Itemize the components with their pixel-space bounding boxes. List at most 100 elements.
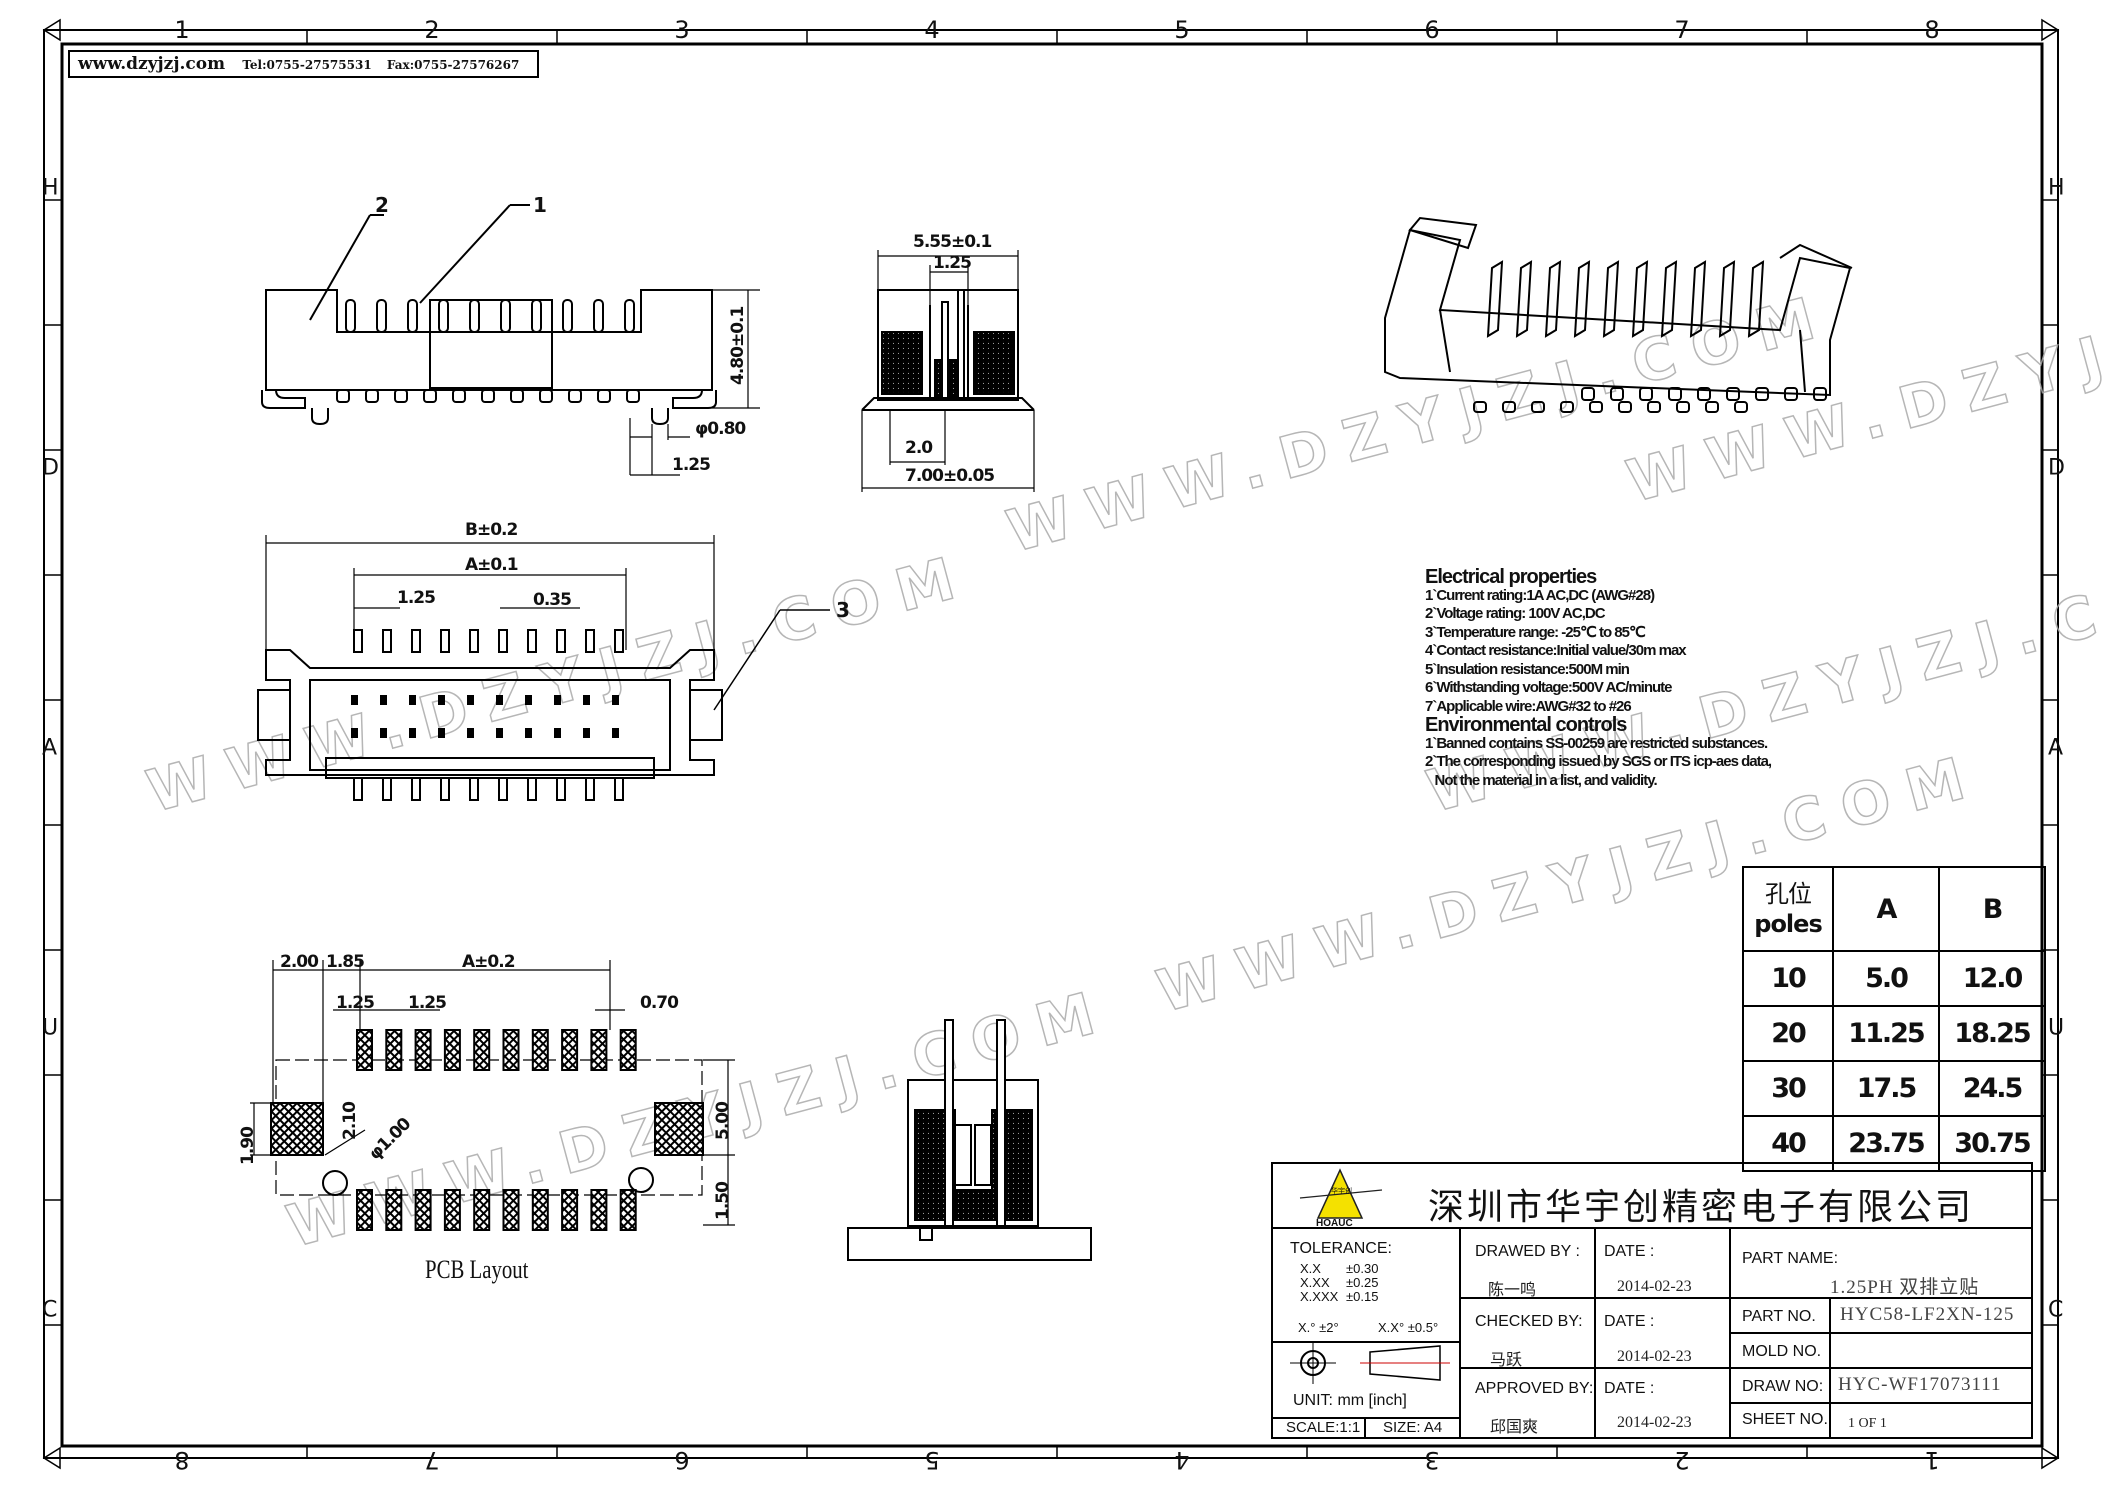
zone-right-D: D [2048,455,2065,481]
environmental-title: Environmental controls [1425,714,1627,736]
part-no-value: HYC58-LF2XN-125 [1840,1304,2015,1325]
sheet-no-label: SHEET NO. [1742,1411,1828,1428]
electrical-list: 1`Current rating:1A AC,DC (AWG#28)2`Volt… [1425,587,1771,717]
angle-tol-b: X.X° ±0.5° [1378,1320,1439,1335]
tolerance-label: TOLERANCE: [1290,1240,1392,1257]
angle-tol-a: X.° ±2° [1298,1320,1339,1335]
zone-top-7: 7 [1674,16,1690,44]
draw-no-value: HYC-WF17073111 [1838,1374,2002,1395]
properties-block: Electrical properties 1`Current rating:1… [1425,566,1772,791]
zone-top-2: 2 [424,16,440,44]
tolerance-line: X.XXX±0.15 [1300,1289,1379,1304]
part-name-value: 1.25PH 双排立贴 [1830,1277,1980,1298]
balloon-3: 3 [836,598,850,622]
draw-no-label: DRAW NO: [1742,1378,1824,1395]
pcb-dim-185: 1.85 [326,952,365,972]
poles-header-cn: 孔位 [1765,880,1812,908]
zone-left-H: H [42,175,59,201]
zone-left-D: D [42,455,59,481]
poles-cell-poles: 30 [1742,1060,1834,1117]
tolerance-line: X.XX±0.25 [1300,1275,1379,1290]
zone-top-8: 8 [1924,16,1940,44]
mold-no-label: MOLD NO. [1742,1343,1822,1360]
environmental-item: 2`The corresponding issued by SGS or ITS… [1425,753,1772,770]
pin-dia-label: φ0.80 [695,419,746,439]
environmental-list: 1`Banned contains SS-00259 are restricte… [1425,734,1772,791]
gap-dim-label: 0.35 [533,590,572,610]
zone-left-C: C [42,1297,58,1323]
poles-cell-b: 12.0 [1938,950,2046,1007]
checked-by-label: CHECKED BY: [1475,1313,1583,1330]
poles-cell-b: 24.5 [1938,1060,2046,1117]
date-value-2: 2014-02-23 [1617,1348,1692,1365]
date-value-3: 2014-02-23 [1617,1414,1692,1431]
poles-cell-a: 11.25 [1832,1005,1940,1062]
zone-left-U: U [42,1015,59,1041]
date-value-1: 2014-02-23 [1617,1278,1692,1295]
balloon-1: 1 [533,193,547,217]
fax-text: Fax:0755-27576267 [386,58,520,72]
date-label-3: DATE : [1604,1380,1655,1397]
poles-cell-a: 5.0 [1832,950,1940,1007]
zone-top-1: 1 [174,16,190,44]
pcb-a-dim: A±0.2 [462,952,516,972]
tolerance-line: X.X±0.30 [1300,1261,1379,1276]
size-label: SIZE: A4 [1383,1419,1443,1436]
approved-by-value: 邱国爽 [1490,1419,1539,1436]
logo-cn: 华宇创 [1331,1187,1352,1195]
company-name: 深圳市华宇创精密电子有限公司 [1428,1187,1975,1228]
unit-label: UNIT: mm [inch] [1293,1392,1407,1409]
drawn-by-label: DRAWED BY : [1475,1243,1580,1260]
drawn-by-value: 陈一鸣 [1488,1282,1537,1299]
checked-by-value: 马跃 [1490,1352,1523,1369]
poles-header-en: poles [1754,910,1822,938]
part-no-label: PART NO. [1742,1308,1816,1325]
electrical-item: 5`Insulation resistance:500M min [1425,660,1630,678]
end-overall-label: 7.00±0.05 [905,466,995,486]
tel-text: Tel:0755-27575531 [242,58,372,72]
balloon-2: 2 [375,193,389,217]
pcb-layout-title: PCB Layout [425,1255,529,1284]
poles-cell-a: 17.5 [1832,1060,1940,1117]
pitch-dim-label: 1.25 [397,588,436,608]
electrical-item: 7`Applicable wire:AWG#32 to #26 [1425,697,1632,715]
header-contact-strip: www.dzyjzj.com Tel:0755-27575531 Fax:075… [68,50,540,78]
logo-text: HOAUC [1316,1218,1353,1229]
zone-left-A: A [42,735,58,761]
zone-top-6: 6 [1424,16,1440,44]
environmental-item: Not the material in a list, and validity… [1425,771,1658,789]
environmental-item: 1`Banned contains SS-00259 are restricte… [1425,734,1768,752]
poles-cell-b: 18.25 [1938,1005,2046,1062]
a-dim-label: A±0.1 [465,555,519,575]
part-name-label: PART NAME: [1742,1250,1839,1267]
zone-right-A: A [2048,735,2064,761]
end-inner-label: 2.0 [905,438,933,458]
electrical-title: Electrical properties [1425,566,1597,588]
poles-cell-poles: 20 [1742,1005,1834,1062]
zone-top-5: 5 [1174,16,1190,44]
electrical-item: 6`Withstanding voltage:500V AC/minute [1425,679,1673,696]
zone-right-U: U [2048,1015,2065,1041]
electrical-item: 3`Temperature range: -25℃ to 85℃ [1425,623,1646,641]
poles-table-header: 孔位 poles A B [1742,866,2046,952]
pcb-pitch-a: 1.25 [336,993,375,1013]
website-text: www.dzyjzj.com [78,54,226,74]
end-pitch-label: 1.25 [933,253,972,273]
zone-right-H: H [2048,175,2065,201]
date-label-2: DATE : [1604,1313,1655,1330]
electrical-item: 2`Voltage rating: 100V AC,DC [1425,605,1606,622]
zone-right-C: C [2048,1297,2064,1323]
zone-top-3: 3 [674,16,690,44]
